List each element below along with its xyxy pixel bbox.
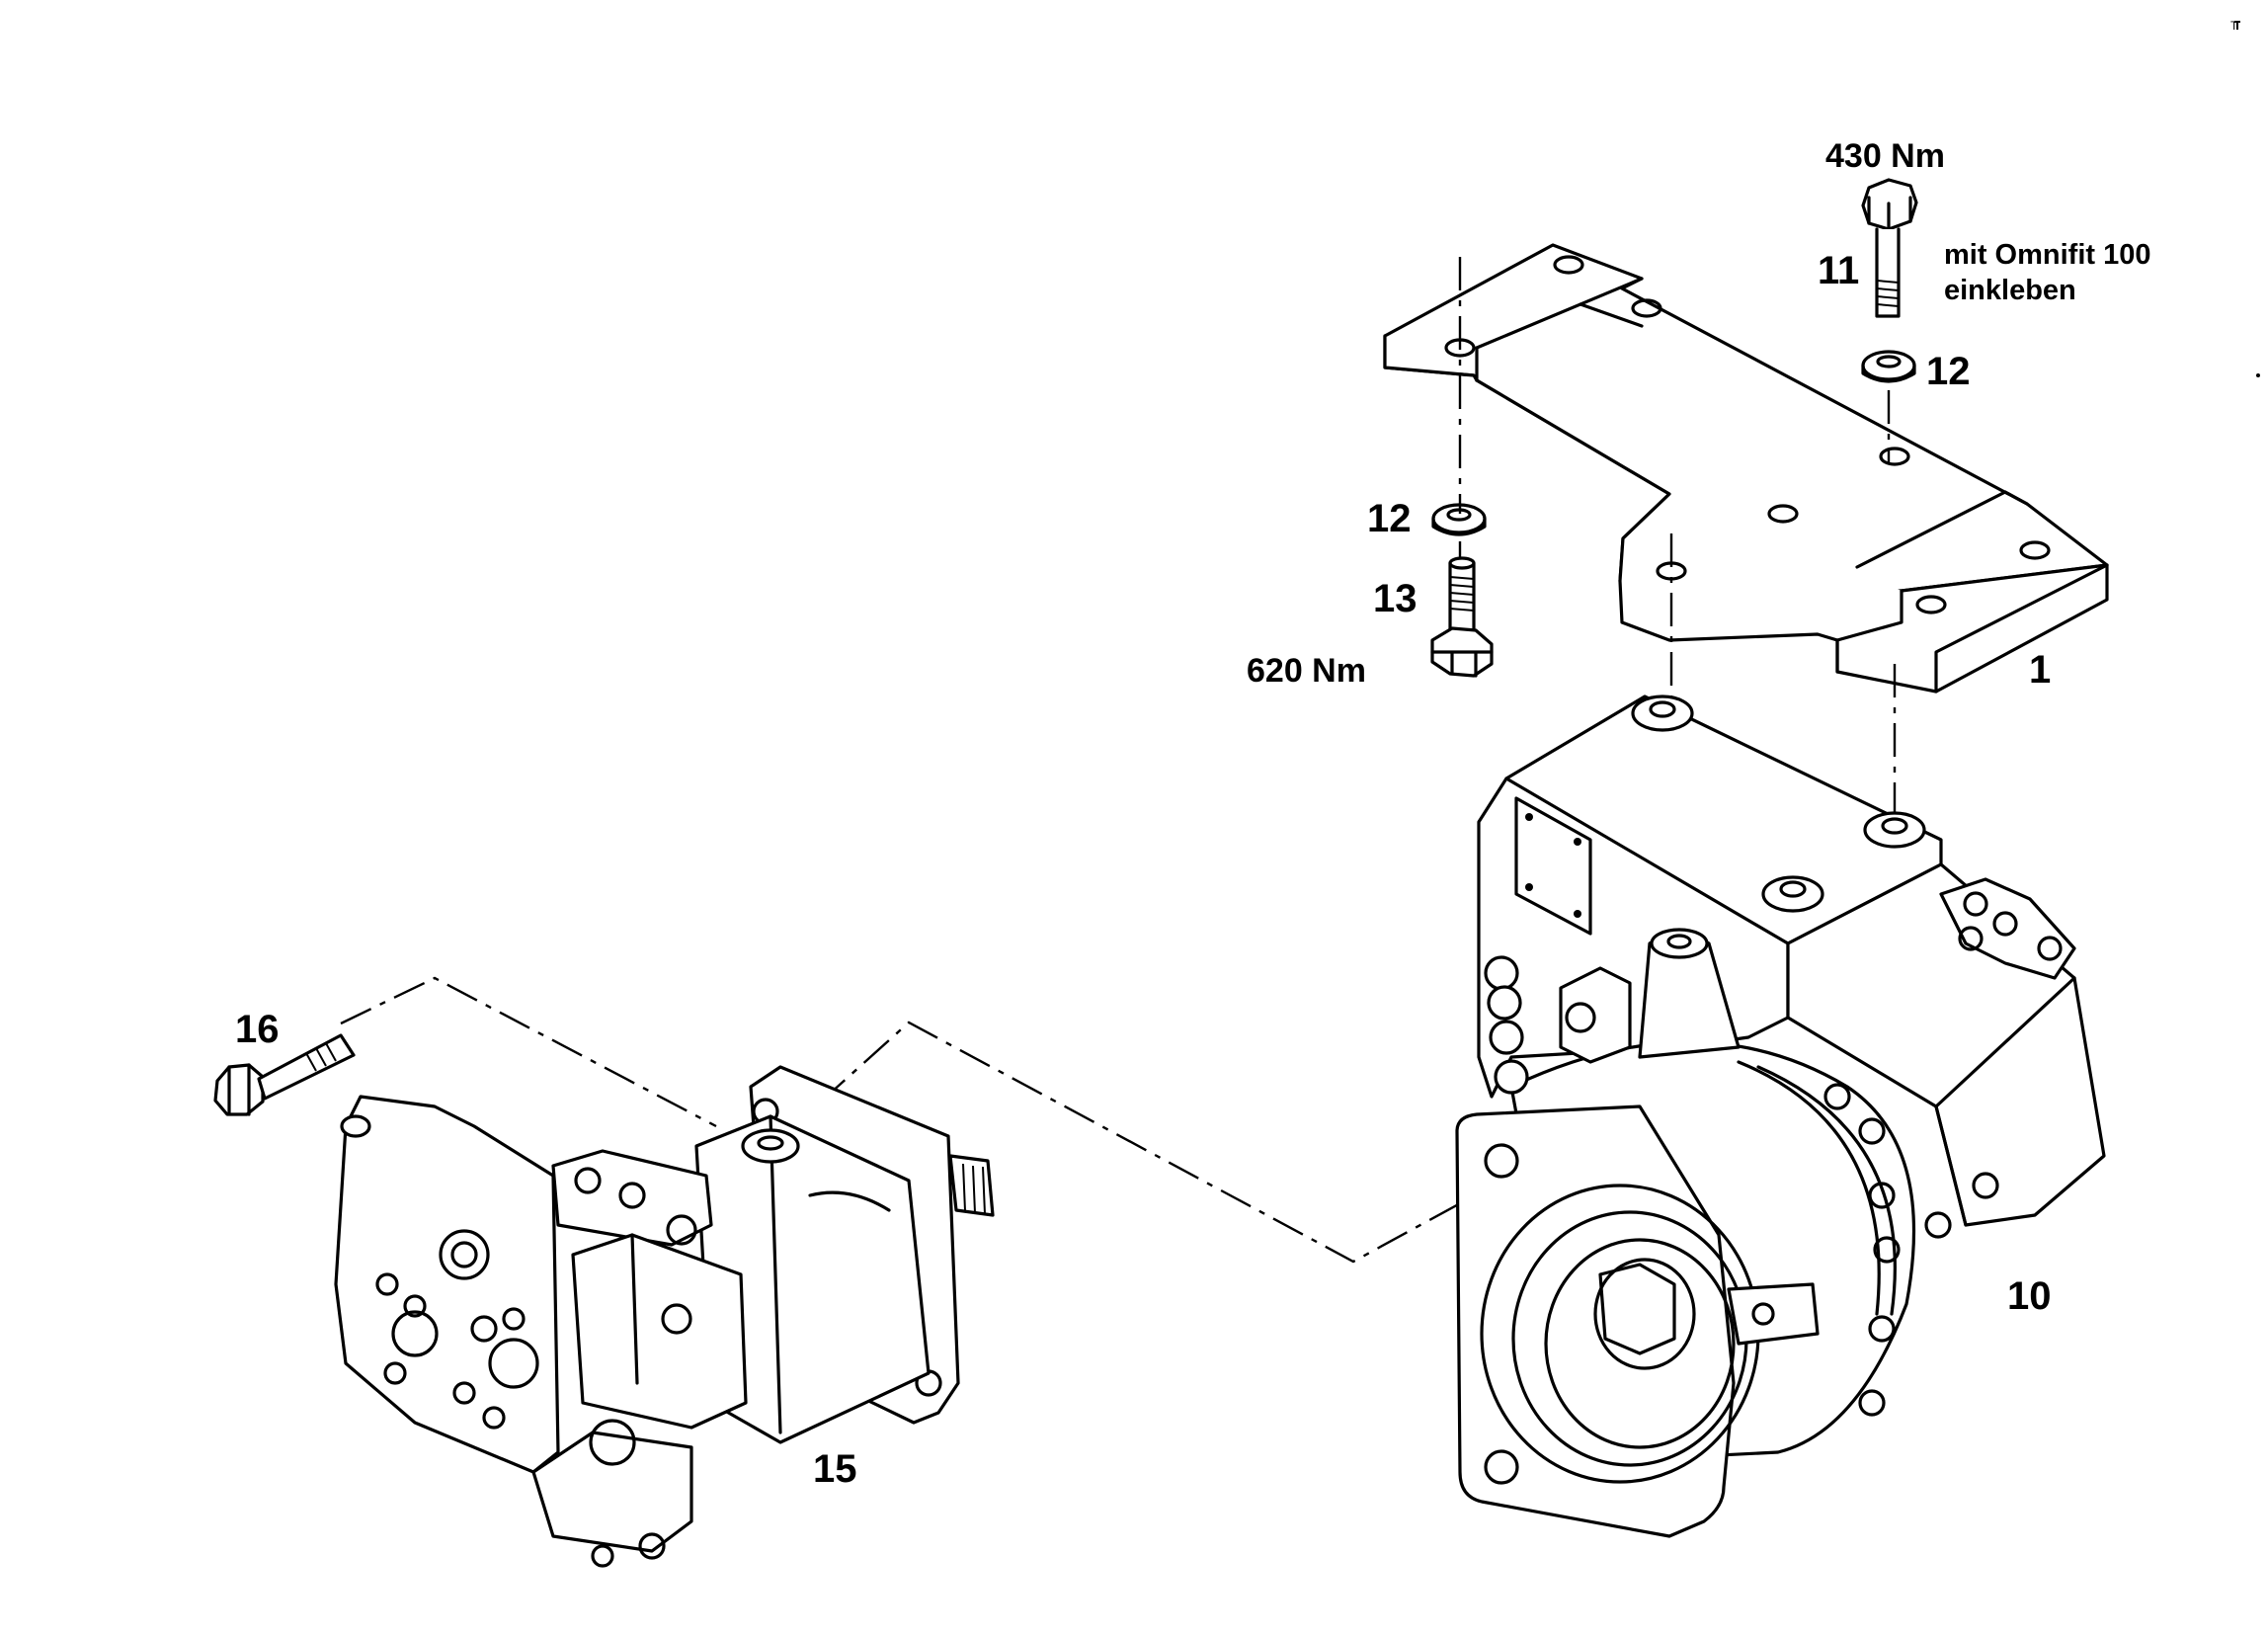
note-omnifit: mit Omnifit 100 einkleben (1944, 237, 2151, 309)
corner-tick (2234, 21, 2240, 30)
hydraulic-motor (334, 1065, 995, 1568)
corner-mark: T (2230, 19, 2238, 33)
note-line-1: mit Omnifit 100 (1944, 239, 2151, 271)
callout-11: 11 (1818, 249, 1860, 292)
mounting-bracket (1383, 243, 2109, 694)
gearbox-housing (1455, 695, 2106, 1538)
callout-10: 10 (2007, 1274, 2052, 1318)
torque-bolt-13: 620 Nm (1247, 652, 1366, 690)
edge-dot (2256, 373, 2260, 377)
callout-13: 13 (1373, 577, 1418, 620)
callout-15: 15 (813, 1447, 857, 1491)
callout-1: 1 (2029, 648, 2052, 692)
bolt-11 (1861, 178, 1918, 318)
torque-bolt-11: 430 Nm (1825, 137, 1945, 175)
note-line-2: einkleben (1944, 275, 2076, 307)
bolt-16 (213, 1033, 356, 1116)
callout-12-upper: 12 (1926, 350, 1971, 393)
bolt-13 (1430, 556, 1494, 678)
washer-12-upper (1861, 350, 1916, 383)
callout-16: 16 (235, 1008, 280, 1051)
callout-12-lower: 12 (1367, 497, 1412, 540)
